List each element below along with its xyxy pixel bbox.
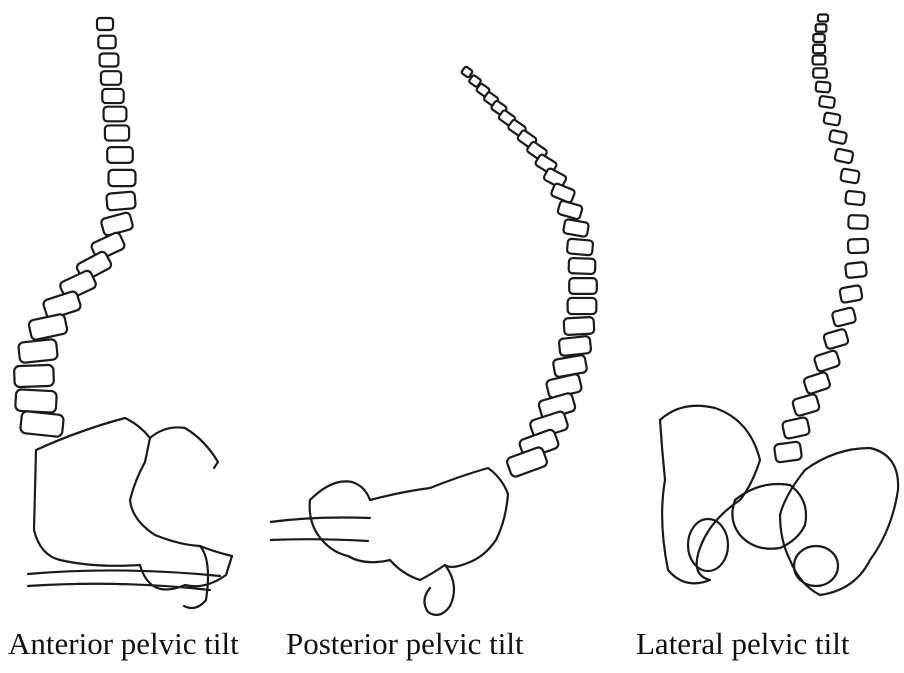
caption-lateral: Lateral pelvic tilt <box>636 628 849 659</box>
vertebra <box>553 355 588 378</box>
posterior-spine-pelvis-illustration <box>270 0 630 620</box>
vertebra <box>818 15 828 22</box>
vertebra <box>845 191 865 206</box>
vertebra <box>18 339 58 363</box>
vertebra <box>813 56 826 65</box>
vertebra <box>834 148 853 163</box>
vertebra <box>567 239 593 256</box>
vertebra <box>813 350 840 372</box>
vertebra <box>816 81 831 92</box>
vertebra <box>559 336 592 356</box>
vertebra <box>839 285 862 303</box>
lateral-pelvis <box>660 406 898 595</box>
vertebra <box>819 96 835 108</box>
lateral-spine-pelvis-illustration <box>630 0 904 620</box>
vertebra <box>803 371 831 394</box>
vertebra <box>28 313 68 340</box>
vertebra <box>564 317 595 335</box>
vertebra <box>774 441 802 462</box>
vertebra <box>782 417 810 439</box>
vertebra <box>816 24 827 31</box>
vertebra <box>105 125 129 140</box>
vertebra <box>107 147 133 163</box>
anterior-pelvis <box>28 418 232 608</box>
vertebra <box>829 130 847 144</box>
anterior-spine <box>14 18 136 437</box>
vertebra <box>104 107 127 122</box>
vertebra <box>568 298 597 314</box>
vertebra <box>506 446 549 478</box>
vertebra <box>569 278 597 294</box>
vertebra <box>848 215 867 229</box>
caption-anterior: Anterior pelvic tilt <box>8 628 239 659</box>
lateral-spine <box>774 15 868 463</box>
vertebra <box>845 262 867 278</box>
panel-anterior: Anterior pelvic tilt <box>0 0 270 673</box>
vertebra <box>101 71 121 85</box>
vertebra <box>102 89 123 103</box>
posterior-spine <box>461 66 597 478</box>
panel-posterior: Posterior pelvic tilt <box>270 0 630 673</box>
vertebra <box>823 112 840 125</box>
posterior-pelvis <box>270 468 508 615</box>
vertebra <box>832 307 857 327</box>
vertebra <box>15 389 57 413</box>
vertebra <box>823 328 849 349</box>
vertebra <box>557 200 583 220</box>
vertebra <box>14 365 54 387</box>
caption-posterior: Posterior pelvic tilt <box>286 628 524 659</box>
vertebra <box>840 168 860 183</box>
vertebra <box>98 36 115 49</box>
vertebra <box>813 68 826 77</box>
vertebra <box>813 45 825 53</box>
vertebra <box>97 18 113 30</box>
anterior-spine-pelvis-illustration <box>0 0 270 620</box>
vertebra <box>792 393 820 416</box>
vertebra <box>106 191 136 210</box>
vertebra <box>813 34 824 42</box>
panel-lateral: Lateral pelvic tilt <box>630 0 904 673</box>
vertebra <box>109 170 136 186</box>
vertebra <box>848 239 868 253</box>
vertebra <box>20 411 64 437</box>
vertebra <box>569 258 596 274</box>
vertebra <box>563 219 589 237</box>
vertebra <box>100 53 119 66</box>
